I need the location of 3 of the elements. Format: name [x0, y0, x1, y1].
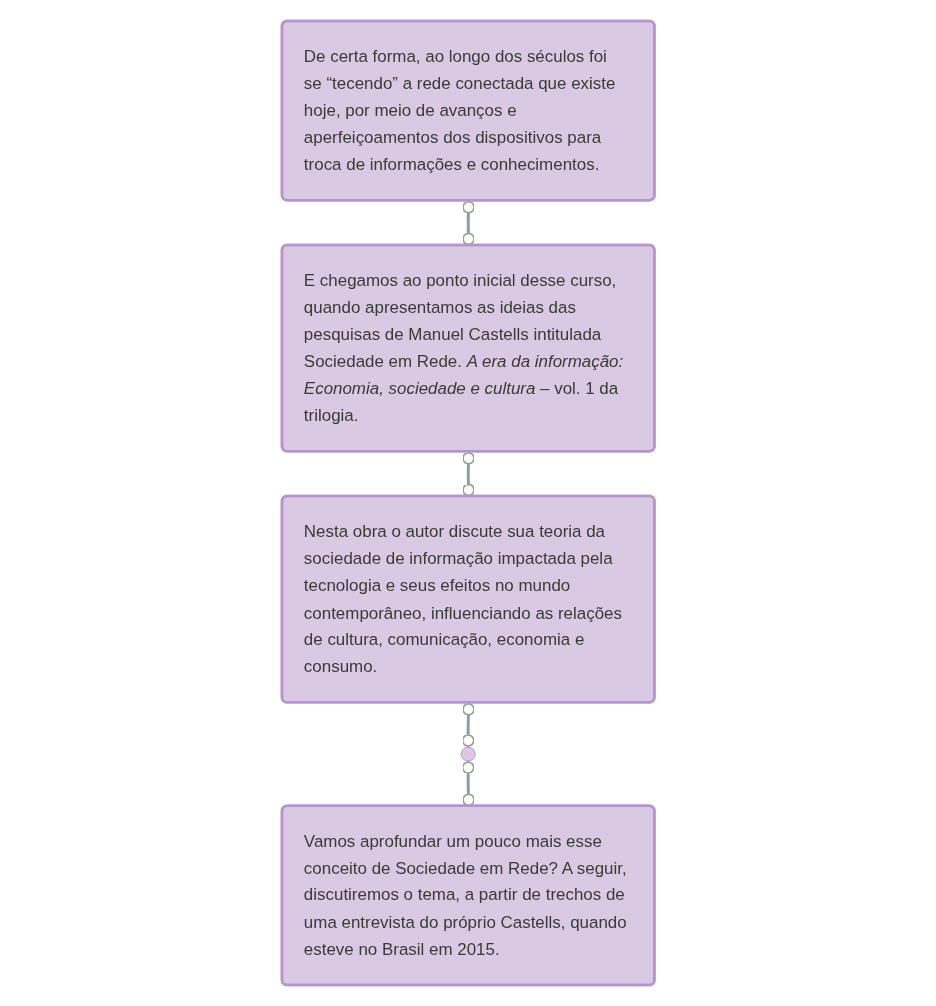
node-circle	[460, 746, 476, 762]
connector	[462, 451, 475, 497]
connector	[461, 702, 475, 748]
